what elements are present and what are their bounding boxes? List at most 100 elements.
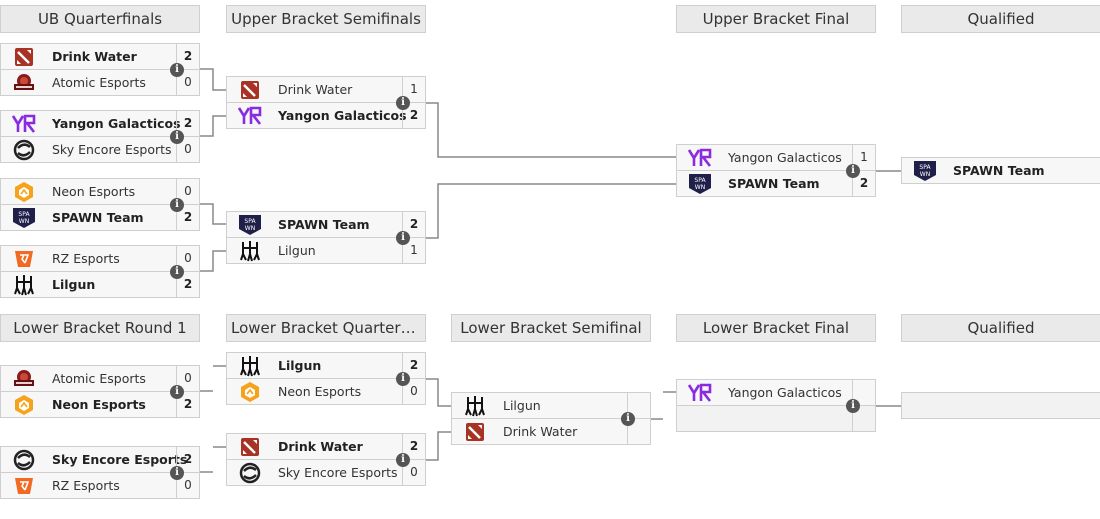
team-score: 1 [402,238,425,263]
team-row[interactable]: Sky Encore Esports 0 [226,459,426,486]
match-info-icon[interactable]: i [170,265,184,279]
team-name: RZ Esports [52,251,120,266]
team-score: 0 [176,137,199,162]
team-name: SPAWN Team [52,210,144,225]
team-row[interactable]: Lilgun [451,392,651,419]
lb-qualified-slot [901,392,1100,446]
team-score: 0 [176,366,199,391]
round-header-lb-round1: Lower Bracket Round 1 [0,314,200,342]
round-header-ub-quarterfinals: UB Quarterfinals [0,5,200,33]
match-info-icon[interactable]: i [396,453,410,467]
lilgun-icon [238,240,262,262]
team-name: Atomic Esports [52,75,146,90]
team-row[interactable]: Yangon Galacticos 2 [0,110,200,137]
svg-text:SPA: SPA [244,218,256,225]
lilgun-icon [12,274,36,296]
sky-encore-icon [12,139,36,161]
match-info-icon[interactable]: i [396,96,410,110]
match-ubqf-4: RZ Esports 0 Lilgun 2 i [0,245,200,299]
rz-icon [12,475,36,497]
team-row[interactable]: Drink Water [451,418,651,445]
team-score [852,406,875,431]
team-score: 2 [402,103,425,128]
match-info-icon[interactable]: i [170,130,184,144]
round-header-ub-qualified: Qualified [901,5,1100,33]
team-score: 0 [176,179,199,204]
team-score [852,380,875,405]
team-name: Neon Esports [52,184,136,199]
team-name: Neon Esports [278,384,362,399]
svg-text:WN: WN [19,218,29,225]
team-row[interactable]: Lilgun 2 [226,352,426,379]
team-row[interactable]: Sky Encore Esports 0 [0,136,200,163]
team-row-empty[interactable] [901,392,1100,419]
match-ubqf-1: Drink Water 2 Atomic Esports 0 i [0,43,200,97]
team-row[interactable]: Lilgun 2 [0,271,200,298]
team-score: 2 [176,447,199,472]
svg-text:SPA: SPA [694,177,706,184]
svg-text:WN: WN [245,225,255,232]
team-name: Drink Water [278,82,353,97]
match-lbqf-1: Lilgun 2 Neon Esports 0 i [226,352,426,406]
team-row[interactable]: Drink Water 2 [226,433,426,460]
team-name: SPAWN Team [278,217,370,232]
yangon-icon [238,105,262,127]
team-score: 2 [402,434,425,459]
team-score: 2 [852,171,875,196]
team-score: 1 [402,77,425,102]
team-score: 2 [176,111,199,136]
atomic-esports-icon [12,72,36,94]
team-row[interactable]: Neon Esports 0 [226,378,426,405]
match-info-icon[interactable]: i [621,412,635,426]
neon-icon [12,181,36,203]
round-header-lb-semifinal: Lower Bracket Semifinal [451,314,651,342]
team-row-empty[interactable] [676,405,876,432]
team-name: Yangon Galacticos [52,116,181,131]
team-name: Drink Water [503,424,578,439]
team-name: Drink Water [52,49,137,64]
team-name: Lilgun [278,358,322,373]
match-info-icon[interactable]: i [170,198,184,212]
team-row[interactable]: Neon Esports 2 [0,391,200,418]
team-row[interactable]: Yangon Galacticos 1 [676,144,876,171]
team-score: 1 [852,145,875,170]
team-score: 0 [176,473,199,498]
match-info-icon[interactable]: i [170,63,184,77]
match-info-icon[interactable]: i [396,231,410,245]
team-score: 2 [402,353,425,378]
team-name: RZ Esports [52,478,120,493]
team-name: Sky Encore Esports [52,452,188,467]
team-score: 0 [176,246,199,271]
team-row[interactable]: Atomic Esports 0 [0,365,200,392]
svg-text:WN: WN [695,184,705,191]
team-row[interactable]: Yangon Galacticos 2 [226,102,426,129]
team-row[interactable]: Drink Water 2 [0,43,200,70]
team-name: Yangon Galacticos [278,108,407,123]
team-row[interactable]: Lilgun 1 [226,237,426,264]
team-score [627,419,650,444]
match-info-icon[interactable]: i [396,372,410,386]
match-info-icon[interactable]: i [846,399,860,413]
neon-icon [12,394,36,416]
team-name: Lilgun [278,243,316,258]
team-score: 0 [402,379,425,404]
match-info-icon[interactable]: i [846,164,860,178]
match-info-icon[interactable]: i [170,466,184,480]
team-row[interactable]: Atomic Esports 0 [0,69,200,96]
neon-icon [238,381,262,403]
team-score: 2 [402,212,425,237]
atomic-esports-icon [12,368,36,390]
team-row[interactable]: RZ Esports 0 [0,245,200,272]
team-name: Lilgun [503,398,541,413]
team-row[interactable]: Drink Water 1 [226,76,426,103]
match-info-icon[interactable]: i [170,385,184,399]
team-name: Drink Water [278,439,363,454]
team-row[interactable]: RZ Esports 0 [0,472,200,499]
